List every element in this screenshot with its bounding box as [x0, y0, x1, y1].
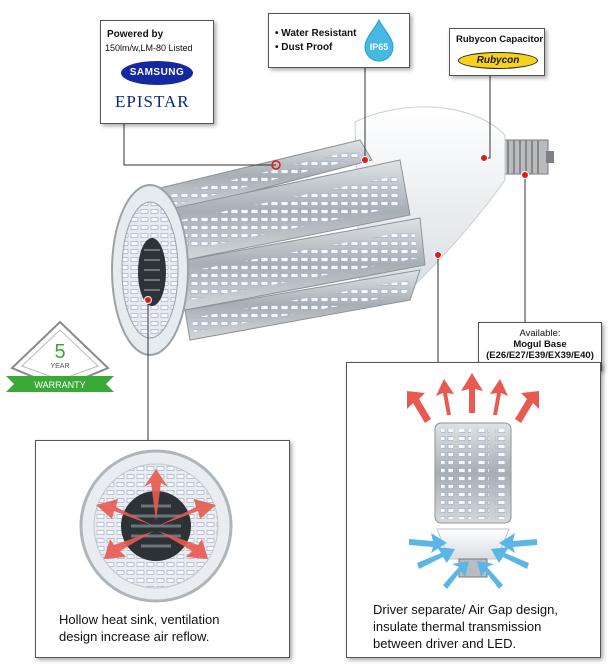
ip65-badge-text: IP65 — [370, 42, 389, 52]
driver-separate-box: Driver separate/ Air Gap design, insulat… — [346, 362, 601, 658]
airgap-bulb-image — [407, 373, 539, 589]
heatsink-front-image — [79, 449, 233, 603]
warranty-year: YEAR — [50, 363, 69, 370]
powered-by-box: Powered by 150lm/w,LM-80 Listed SAMSUNG … — [100, 20, 214, 124]
dust-proof-text: Dust Proof — [281, 42, 333, 53]
hollow-caption-line-1: Hollow heat sink, ventilation — [59, 612, 220, 627]
mogul-line-3: (E26/E27/E39/EX39/E40) — [486, 350, 594, 361]
powered-by-title: Powered by — [107, 29, 164, 40]
samsung-logo: SAMSUNG — [121, 61, 193, 85]
bulb-front-face — [111, 184, 189, 356]
powered-by-subtitle: 150lm/w,LM-80 Listed — [105, 43, 193, 53]
driver-caption-line-2: insulate thermal transmission — [373, 619, 542, 634]
water-resistant-text: Water Resistant — [281, 28, 357, 39]
rubycon-title: Rubycon Capacitor — [456, 34, 544, 45]
water-resistant-item: • Water Resistant — [275, 28, 357, 39]
hollow-caption-line-2: design increase air reflow. — [59, 629, 210, 644]
ip65-drop-icon: IP65 — [364, 18, 394, 62]
hollow-heatsink-box: Hollow heat sink, ventilation design inc… — [35, 440, 290, 658]
rubycon-logo: Rubycon — [458, 52, 538, 69]
mogul-line-1: Available: — [519, 328, 561, 339]
epistar-logo: EPISTAR — [115, 92, 190, 111]
warranty-label: WARRANTY — [34, 380, 85, 390]
mogul-line-2: Mogul Base — [513, 339, 567, 350]
warranty-badge: 5 YEAR WARRANTY — [6, 320, 114, 392]
screw-base — [503, 139, 554, 175]
driver-caption: Driver separate/ Air Gap design, insulat… — [373, 601, 558, 652]
warranty-number: 5 — [54, 341, 65, 363]
water-dust-box: • Water Resistant • Dust Proof IP65 — [268, 13, 410, 68]
led-strips — [159, 139, 426, 341]
rubycon-box: Rubycon Capacitor Rubycon — [449, 28, 545, 76]
driver-caption-line-1: Driver separate/ Air Gap design, — [373, 602, 558, 617]
dust-proof-item: • Dust Proof — [275, 42, 333, 53]
driver-caption-line-3: between driver and LED. — [373, 636, 517, 651]
hollow-caption: Hollow heat sink, ventilation design inc… — [59, 611, 219, 645]
